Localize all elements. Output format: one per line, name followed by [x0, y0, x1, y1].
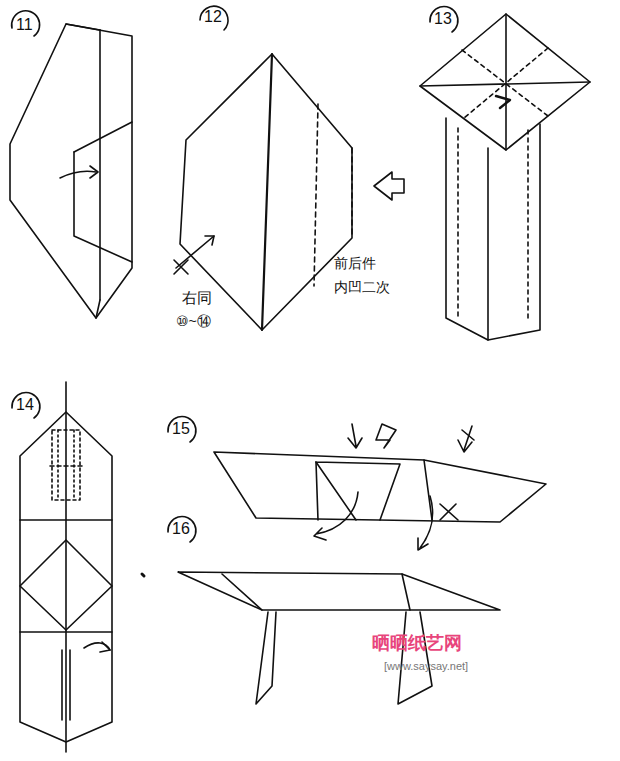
push-arrow: [374, 172, 404, 200]
note-text: 右同: [182, 290, 212, 307]
step-14-figure: [20, 382, 112, 752]
note-text: 内凹二次: [334, 280, 390, 295]
step-number: 14: [16, 396, 34, 414]
watermark-url: [www.saysay.net]: [384, 660, 468, 672]
step-15-figure: [214, 424, 546, 550]
step-number: 16: [172, 520, 190, 538]
number-circle: [200, 6, 228, 30]
step-11-figure: [10, 24, 132, 318]
number-circle: [12, 393, 40, 418]
number-circle: [168, 417, 196, 442]
step-12-figure: [174, 54, 404, 330]
step-16-figure: [178, 572, 500, 704]
number-circle: [430, 7, 458, 32]
number-circle: [12, 11, 40, 36]
note-text: 前后件: [334, 256, 376, 271]
note-text: ⑩~⑭: [176, 314, 211, 329]
step-number: 15: [172, 420, 190, 438]
step-number: 11: [16, 16, 33, 34]
watermark: 晒晒纸艺网: [372, 634, 462, 654]
step-number: 12: [204, 8, 222, 26]
step-number: 13: [434, 10, 452, 28]
number-circle: [168, 517, 196, 542]
step-13-figure: [420, 14, 590, 340]
